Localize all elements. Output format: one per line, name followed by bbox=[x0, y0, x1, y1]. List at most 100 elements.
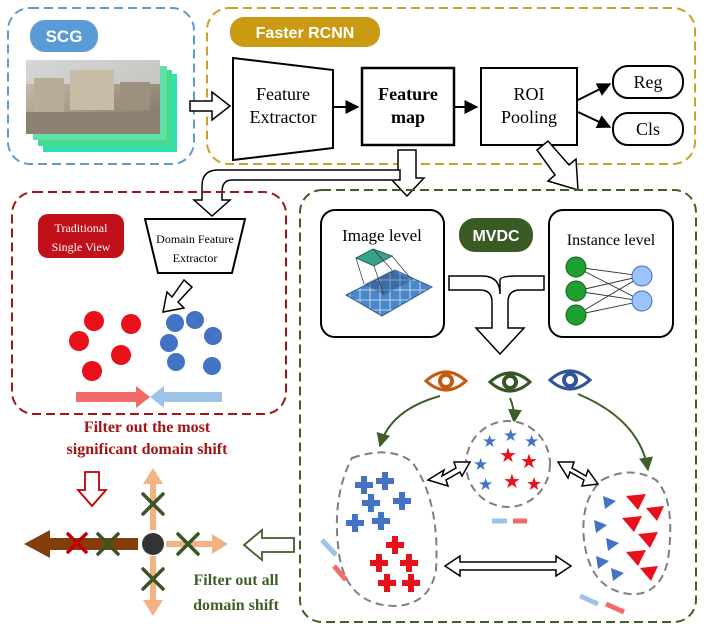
triangle-icon bbox=[626, 550, 646, 566]
cross-icon bbox=[372, 512, 390, 530]
small-blue-arrow bbox=[320, 538, 338, 557]
feature-map-label-2: map bbox=[391, 107, 425, 127]
triangle-icon bbox=[622, 516, 642, 532]
cross-icon bbox=[393, 492, 411, 510]
cross-icon bbox=[400, 554, 418, 572]
peach-up-arrow bbox=[143, 468, 163, 530]
image-level-box bbox=[320, 209, 445, 338]
hollow-arrow-mvdc-to-left bbox=[242, 528, 295, 562]
x-mark-icon bbox=[141, 492, 165, 516]
blue-dot bbox=[186, 311, 204, 329]
peach-right-arrow bbox=[166, 534, 228, 554]
traditional-badge-label-1: Traditional bbox=[55, 221, 109, 235]
cross-icon bbox=[378, 574, 396, 592]
small-blue-arrow bbox=[578, 593, 600, 607]
hollow-red-down-arrow bbox=[76, 471, 108, 508]
bottom-caption-2: domain shift bbox=[193, 597, 279, 614]
double-arrow-middle-right bbox=[556, 461, 600, 487]
mvdc-badge bbox=[459, 218, 533, 252]
star-icon: ★ bbox=[478, 475, 493, 494]
star-icon: ★ bbox=[503, 426, 518, 445]
red-dot bbox=[84, 311, 104, 331]
traditional-panel: Traditional Single View Domain Feature E… bbox=[11, 191, 287, 415]
red-dot bbox=[69, 331, 89, 351]
roi-pooling-box bbox=[480, 67, 578, 146]
blue-dot bbox=[203, 357, 221, 375]
triangle-icon bbox=[640, 566, 658, 581]
feature-map-label-1: Feature bbox=[378, 84, 438, 104]
blue-dot bbox=[204, 327, 222, 345]
triangle-icon bbox=[626, 494, 646, 510]
blue-cross-group bbox=[346, 472, 411, 532]
reg-label: Reg bbox=[634, 72, 663, 92]
star-icon: ★ bbox=[503, 471, 521, 493]
hollow-curved-arrow-to-dfe bbox=[192, 169, 401, 218]
scg-panel: SCG bbox=[7, 7, 195, 165]
roi-pooling-label-2: Pooling bbox=[501, 107, 557, 127]
faster-rcnn-badge bbox=[230, 17, 380, 47]
domain-shift-filter-graphic bbox=[24, 468, 228, 616]
hollow-arrow-roi-to-instance bbox=[535, 139, 579, 192]
dfe-label-1: Domain Feature bbox=[156, 232, 234, 246]
blue-shift-arrow bbox=[150, 386, 222, 408]
blue-dot bbox=[160, 334, 178, 352]
red-triangle-group bbox=[622, 494, 664, 581]
instance-level-network-icon bbox=[565, 256, 653, 326]
triangle-icon bbox=[606, 538, 619, 551]
hollow-arrow-scg-to-extractor bbox=[189, 90, 232, 122]
image-level-grid-icon bbox=[344, 248, 434, 317]
traditional-caption-1: Filter out the most bbox=[84, 419, 211, 436]
dfe-label-2: Extractor bbox=[173, 251, 218, 265]
blue-triangle-group bbox=[594, 496, 624, 581]
cross-icon bbox=[346, 514, 364, 532]
traditional-caption-2: significant domain shift bbox=[67, 441, 229, 458]
eye-icon bbox=[423, 370, 469, 392]
scg-badge bbox=[30, 20, 98, 52]
double-arrow-left-right bbox=[443, 554, 573, 578]
feature-extractor-box bbox=[232, 56, 334, 162]
cross-icon bbox=[386, 536, 404, 554]
star-icon: ★ bbox=[520, 451, 538, 473]
roi-pooling-label-1: ROI bbox=[514, 84, 545, 104]
double-arrow-left-middle bbox=[426, 461, 472, 488]
star-icon: ★ bbox=[499, 445, 517, 467]
blue-dot bbox=[167, 353, 185, 371]
center-dot bbox=[142, 533, 164, 555]
domain-feature-extractor-box bbox=[143, 218, 247, 274]
triangle-icon bbox=[611, 568, 624, 581]
small-red-arrow bbox=[332, 564, 348, 582]
traditional-badge-label-2: Single View bbox=[52, 240, 111, 254]
eye-to-left-cluster-arrow bbox=[376, 395, 441, 448]
cross-icon bbox=[376, 472, 394, 490]
triangle-icon bbox=[594, 520, 607, 533]
star-icon: ★ bbox=[524, 432, 539, 451]
hollow-merge-arrow bbox=[448, 275, 545, 356]
reg-box bbox=[612, 65, 684, 99]
x-mark-icon bbox=[141, 567, 165, 591]
cross-icon bbox=[362, 494, 380, 512]
faster-rcnn-border bbox=[206, 7, 696, 165]
x-mark-icon bbox=[66, 532, 88, 554]
red-dot-cluster bbox=[69, 311, 141, 381]
mvdc-panel: Image level MVDC Instance level bbox=[299, 189, 697, 623]
cls-box bbox=[612, 112, 684, 146]
bottom-caption-1: Filter out all bbox=[193, 572, 279, 589]
hollow-arrow-dfe-down bbox=[162, 278, 194, 313]
cross-icon bbox=[402, 574, 420, 592]
star-icon: ★ bbox=[473, 455, 488, 474]
arrow-icon bbox=[577, 111, 612, 128]
x-mark-icon bbox=[96, 532, 120, 556]
feature-map-box bbox=[360, 66, 456, 147]
arrow-icon bbox=[577, 83, 612, 101]
star-icon: ★ bbox=[526, 474, 542, 494]
x-mark-icon bbox=[176, 532, 200, 556]
peach-down-arrow bbox=[143, 556, 163, 616]
cls-label: Cls bbox=[636, 119, 660, 139]
faster-rcnn-panel: Faster RCNN Feature Extractor Feature ma… bbox=[206, 7, 696, 165]
instance-level-label: Instance level bbox=[567, 232, 656, 249]
blue-dot bbox=[166, 314, 184, 332]
cross-icon bbox=[355, 476, 373, 494]
scg-border bbox=[7, 7, 195, 165]
eye-to-right-cluster-arrow bbox=[577, 393, 653, 472]
